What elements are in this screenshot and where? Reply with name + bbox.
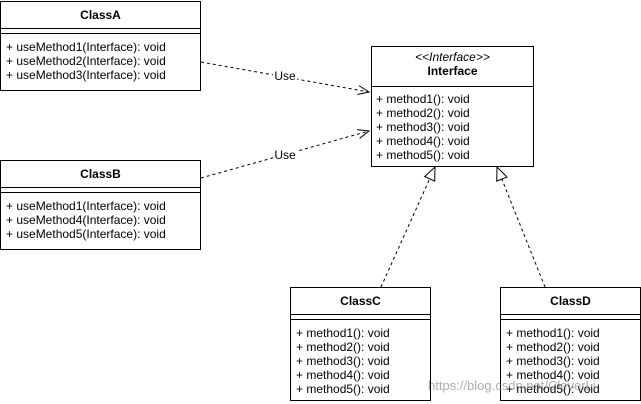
method-row: + method5(): void bbox=[376, 148, 470, 162]
method-row: + method3(): void bbox=[376, 120, 470, 134]
method-row: + method1(): void bbox=[296, 326, 390, 340]
methods-section: + useMethod1(Interface): void + useMetho… bbox=[1, 193, 200, 241]
class-box-classc: ClassC + method1(): void + method2(): vo… bbox=[290, 287, 431, 401]
method-row: + method1(): void bbox=[376, 92, 470, 106]
realization-arrow-classd-to-interface bbox=[497, 167, 546, 288]
attributes-section bbox=[291, 315, 430, 320]
class-header: ClassC bbox=[291, 288, 430, 315]
class-header: ClassB bbox=[1, 161, 200, 188]
methods-section: + method1(): void + method2(): void + me… bbox=[372, 87, 533, 162]
realization-arrow-classc-to-interface bbox=[380, 167, 435, 288]
method-row: + method5(): void bbox=[506, 382, 600, 396]
class-name: ClassA bbox=[80, 8, 121, 22]
method-row: + method1(): void bbox=[506, 326, 600, 340]
class-name: ClassD bbox=[550, 294, 591, 308]
stereotype-label: <<Interface>> bbox=[415, 50, 490, 64]
method-row: + method4(): void bbox=[506, 368, 600, 382]
methods-section: + method1(): void + method2(): void + me… bbox=[501, 320, 640, 396]
dependency-arrow-classb-to-interface bbox=[200, 131, 369, 179]
method-row: + useMethod4(Interface): void bbox=[6, 213, 166, 227]
method-row: + method2(): void bbox=[296, 340, 390, 354]
edge-label-use: Use bbox=[273, 148, 297, 162]
method-row: + useMethod1(Interface): void bbox=[6, 40, 166, 54]
method-row: + useMethod5(Interface): void bbox=[6, 227, 166, 241]
method-row: + method2(): void bbox=[376, 106, 470, 120]
method-row: + method4(): void bbox=[296, 368, 390, 382]
class-header: ClassD bbox=[501, 288, 640, 315]
class-name: ClassB bbox=[80, 167, 121, 181]
interface-name: Interface bbox=[427, 64, 478, 78]
method-row: + method3(): void bbox=[296, 354, 390, 368]
class-box-classb: ClassB + useMethod1(Interface): void + u… bbox=[0, 160, 201, 250]
methods-section: + useMethod1(Interface): void + useMetho… bbox=[1, 34, 200, 82]
method-row: + method4(): void bbox=[376, 134, 470, 148]
methods-section: + method1(): void + method2(): void + me… bbox=[291, 320, 430, 396]
method-row: + useMethod3(Interface): void bbox=[6, 68, 166, 82]
method-row: + method5(): void bbox=[296, 382, 390, 396]
method-row: + method2(): void bbox=[506, 340, 600, 354]
watermark-text: https://blog.csdn.net/CleverLi bbox=[428, 378, 596, 393]
method-row: + useMethod1(Interface): void bbox=[6, 199, 166, 213]
method-row: + useMethod2(Interface): void bbox=[6, 54, 166, 68]
edge-label-use: Use bbox=[273, 69, 297, 83]
class-box-classd: ClassD + method1(): void + method2(): vo… bbox=[500, 287, 641, 401]
attributes-section bbox=[1, 29, 200, 34]
attributes-section bbox=[1, 188, 200, 193]
class-box-classa: ClassA + useMethod1(Interface): void + u… bbox=[0, 1, 201, 91]
class-name: ClassC bbox=[340, 294, 381, 308]
interface-header: <<Interface>> Interface bbox=[372, 47, 533, 87]
attributes-section bbox=[501, 315, 640, 320]
interface-box: <<Interface>> Interface + method1(): voi… bbox=[371, 46, 534, 167]
class-header: ClassA bbox=[1, 2, 200, 29]
method-row: + method3(): void bbox=[506, 354, 600, 368]
